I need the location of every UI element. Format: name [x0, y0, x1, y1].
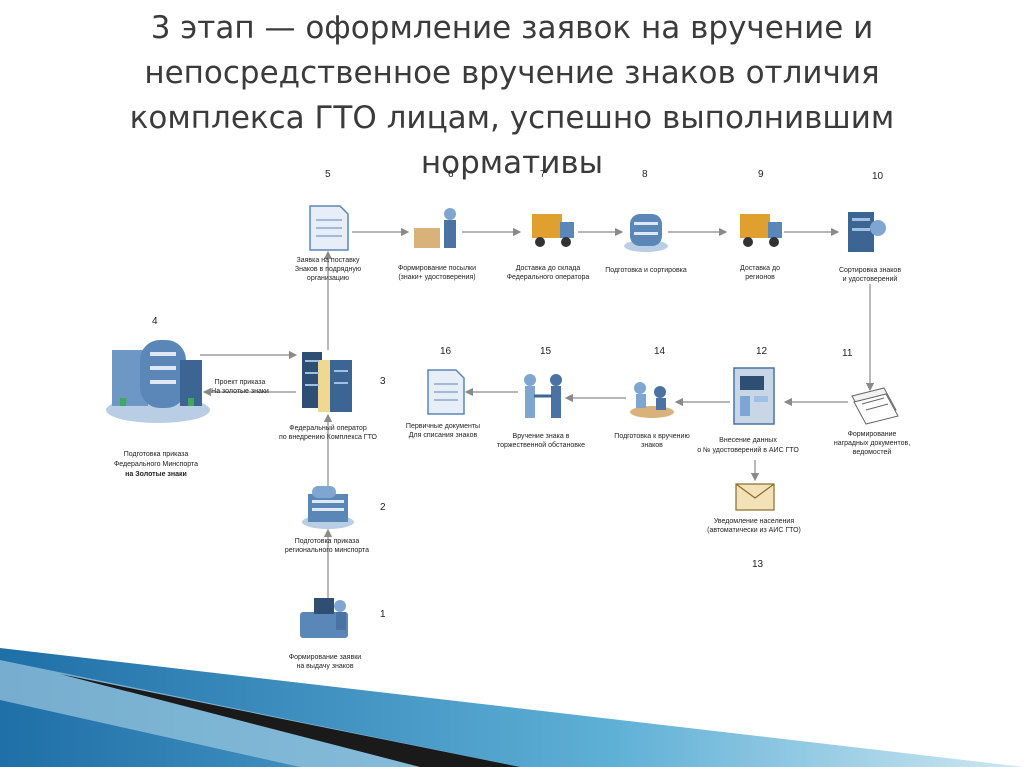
node-7: 7 Доставка до склада Федерального операт…	[507, 169, 590, 281]
node-14-label-2: знаков	[641, 442, 663, 449]
node-5: 5 Заявка на поставку Знаков в подрядную …	[295, 169, 361, 282]
document-icon	[309, 205, 349, 251]
terminal-icon	[733, 367, 775, 425]
node-1-label-1: Формирование заявки	[289, 654, 361, 661]
node-15-label-2: торжественной обстановке	[497, 441, 585, 449]
node-4-number: 4	[152, 316, 158, 327]
node-4-label-3: на Золотые знаки	[125, 471, 187, 478]
title-line-1: 3 этап — оформление заявок на вручение и	[150, 10, 874, 46]
warehouse-icon	[624, 214, 668, 252]
node-3-label-2: по внедрению Комплекса ГТО	[279, 434, 378, 441]
node-15-number: 15	[540, 346, 552, 357]
node-5-label-2: Знаков в подрядную	[295, 266, 361, 273]
sorting-center-icon	[848, 212, 886, 252]
node-3-number: 3	[380, 376, 386, 387]
node-1: 1 Формирование заявки на выдачу знаков	[289, 598, 386, 670]
node-11: 11 Формирование наградных документов, ве…	[834, 348, 910, 456]
handshake-icon	[524, 374, 562, 418]
node-15: 15 Вручение знака в торжественной обстан…	[497, 346, 585, 449]
node-14-label-1: Подготовка к вручению	[614, 433, 689, 440]
node-9-label-1: Доставка до	[740, 265, 780, 272]
title-line-4: нормативы	[420, 145, 604, 181]
node-16-label-1: Первичные документы	[406, 423, 480, 430]
node-8-label-1: Подготовка и сортировка	[605, 267, 687, 274]
node-5-label-3: организацию	[307, 275, 349, 282]
node-7-number: 7	[540, 169, 546, 180]
slide-title: 3 этап — оформление заявок на вручение и…	[80, 6, 944, 186]
office-building-icon	[302, 486, 354, 529]
title-line-2: непосредственное вручение знаков отличия	[144, 55, 880, 91]
node-12-label-2: о № удостоверений в АИС ГТО	[697, 446, 799, 454]
node-6-number: 6	[448, 169, 454, 180]
node-3-label-1: Федеральный оператор	[289, 424, 367, 432]
node-10-label-1: Сортировка знаков	[839, 267, 901, 274]
packing-person-icon	[414, 208, 456, 248]
node-10: 10 Сортировка знаков и удостоверений	[839, 171, 901, 283]
node-16-label-2: Для списания знаков	[409, 432, 478, 439]
node-6: 6 Формирование посылки (знаки+ удостовер…	[398, 169, 476, 281]
edge-label: Проект приказа На золотые знаки	[211, 379, 269, 395]
node-7-label-1: Доставка до склада	[516, 265, 581, 272]
node-1-number: 1	[380, 609, 386, 620]
node-16-number: 16	[440, 346, 452, 357]
node-8-number: 8	[642, 169, 648, 180]
server-icon	[302, 352, 352, 412]
node-11-label-3: ведомостей	[853, 448, 892, 456]
ministry-building-icon	[106, 340, 210, 423]
node-12-label-1: Внесение данных	[719, 437, 777, 444]
node-11-number: 11	[842, 348, 853, 359]
node-16: 16 Первичные документы Для списания знак…	[406, 346, 480, 439]
node-13-number: 13	[752, 559, 764, 570]
node-4-label-1: Подготовка приказа	[124, 451, 189, 458]
node-2-label-2: регионального минспорта	[285, 547, 369, 554]
node-3: 3 Федеральный оператор по внедрению Комп…	[279, 352, 386, 441]
edge-label-line-2: На золотые знаки	[211, 388, 269, 395]
node-13: Уведомление населения (автоматически из …	[707, 483, 801, 570]
document-icon	[427, 369, 465, 415]
node-14: 14 Подготовка к вручению знаков	[614, 346, 689, 449]
node-10-label-2: и удостоверений	[843, 275, 898, 283]
node-15-label-1: Вручение знака в	[513, 433, 570, 440]
envelope-icon	[735, 483, 775, 511]
connectors	[200, 227, 875, 605]
edge-label-line-1: Проект приказа	[215, 379, 266, 386]
delivery-truck-icon	[740, 214, 782, 247]
node-4-label-2: Федерального Минспорта	[114, 461, 198, 468]
node-12-number: 12	[756, 346, 768, 357]
node-12: 12 Внесение данных о № удостоверений в А…	[697, 346, 799, 454]
title-line-3: комплекса ГТО лицам, успешно выполнившим	[129, 100, 895, 136]
node-9: 9 Доставка до регионов	[740, 169, 782, 281]
computer-user-icon	[300, 598, 348, 638]
node-2-label-1: Подготовка приказа	[295, 538, 360, 545]
node-2: 2 Подготовка приказа регионального минсп…	[285, 486, 386, 554]
node-14-number: 14	[654, 346, 666, 357]
documents-stack-icon	[851, 387, 899, 425]
delivery-truck-icon	[532, 214, 574, 247]
node-13-label-1: Уведомление населения	[714, 518, 794, 525]
node-8: 8 Подготовка и сортировка	[605, 169, 687, 274]
corner-decoration	[0, 648, 1024, 767]
node-10-number: 10	[872, 171, 884, 182]
node-9-number: 9	[758, 169, 764, 180]
node-9-label-2: регионов	[745, 274, 775, 281]
node-13-label-2: (автоматически из АИС ГТО)	[707, 527, 801, 534]
node-5-label-1: Заявка на поставку	[297, 257, 360, 264]
node-6-label-1: Формирование посылки	[398, 265, 476, 272]
node-1-label-2: на выдачу знаков	[296, 663, 353, 670]
node-11-label-2: наградных документов,	[834, 440, 910, 447]
node-6-label-2: (знаки+ удостоверения)	[398, 274, 475, 281]
node-7-label-2: Федерального оператора	[507, 274, 590, 281]
node-5-number: 5	[325, 169, 331, 180]
node-2-number: 2	[380, 502, 386, 513]
node-4: 4 Подготовка приказа Федерального Минспо…	[106, 316, 210, 478]
node-11-label-1: Формирование	[848, 431, 897, 438]
meeting-icon	[630, 382, 674, 418]
